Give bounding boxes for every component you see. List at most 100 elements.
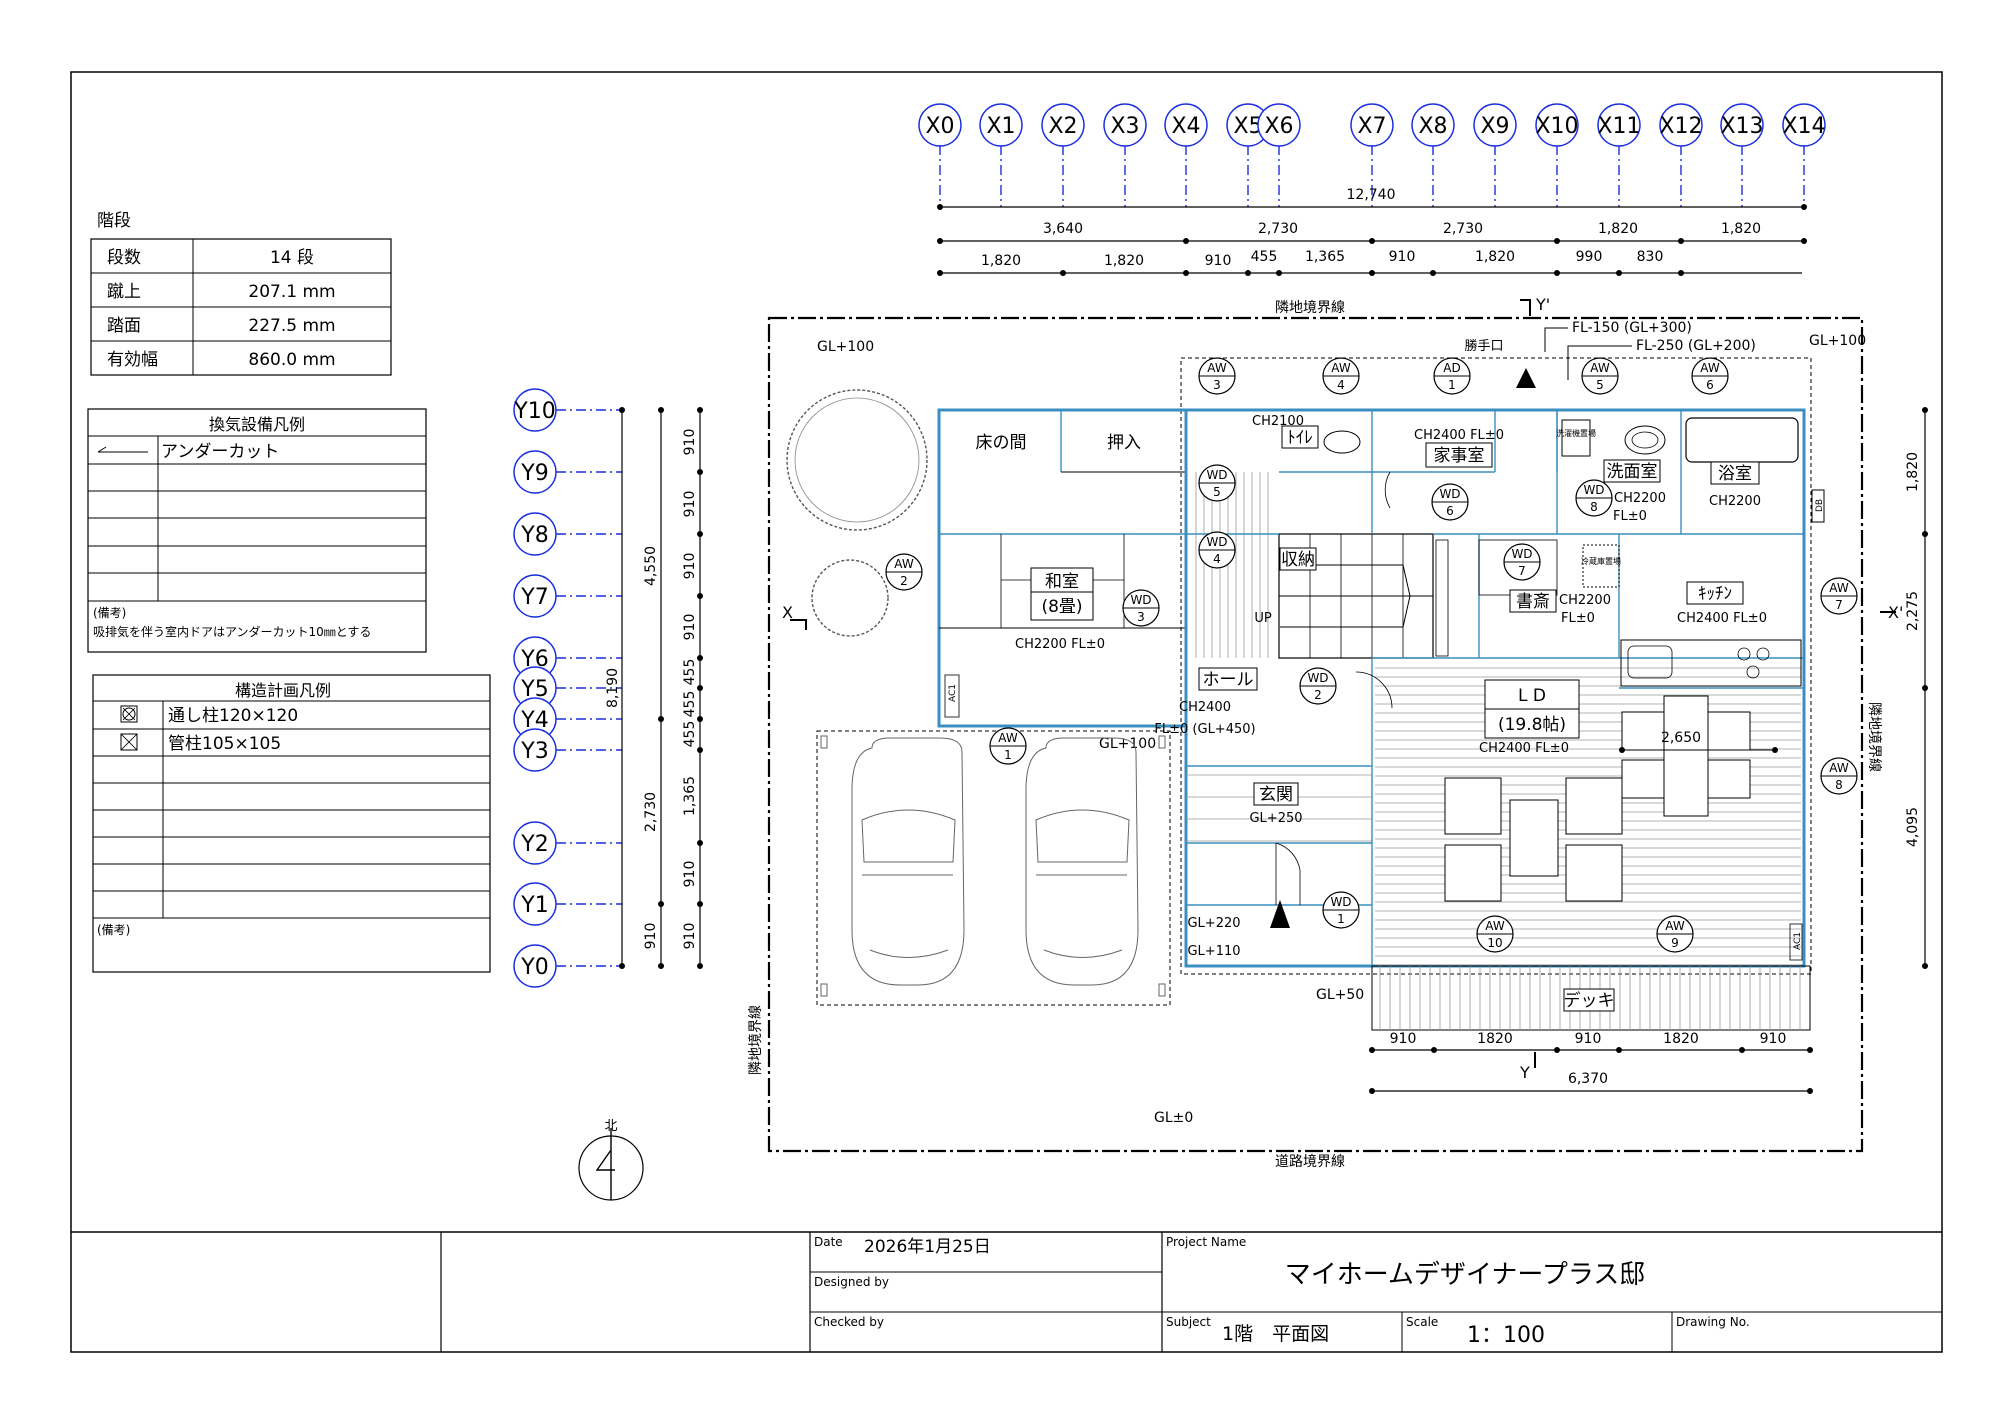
tb-designed-label: Designed by: [814, 1275, 889, 1289]
grid-x-x2: X2: [1041, 103, 1085, 207]
window-tag-num: 10: [1487, 936, 1502, 950]
window-tag-wd-2: WD2: [1299, 667, 1337, 705]
window-tag-num: 8: [1590, 500, 1598, 514]
room-shosai-fl: FL±0: [1561, 611, 1595, 626]
dim-top-r2-2: 2,730: [1443, 221, 1483, 237]
window-tag-type: AW: [1829, 581, 1849, 595]
dim-left-r3-7: 1,365: [682, 776, 698, 816]
through-column-icon: [120, 705, 138, 723]
dim-top-r3-1: 1,820: [1104, 253, 1144, 269]
tree-large-icon: [786, 389, 928, 531]
room-yokushitsu: 浴室: [1718, 464, 1752, 484]
grid-x-label: X2: [1048, 114, 1077, 139]
dim-top-r3-7: 990: [1576, 249, 1603, 265]
window-tag-num: 5: [1213, 485, 1221, 499]
room-oshiire: 押入: [1107, 433, 1141, 453]
stairs-value-riser: 207.1 mm: [248, 282, 335, 302]
room-genkan-gl: GL+250: [1249, 811, 1302, 826]
room-yokushitsu-ch: CH2200: [1709, 494, 1761, 509]
window-tag-type: WD: [1307, 671, 1328, 685]
room-kitchen-ch: CH2400 FL±0: [1677, 611, 1767, 626]
window-tag-type: WD: [1511, 547, 1532, 561]
tb-checked-label: Checked by: [814, 1315, 884, 1329]
level-fl150: FL-150 (GL+300): [1572, 320, 1692, 336]
site-boundary: 隣地境界線 隣地境界線 隣地境界線 道路境界線: [748, 300, 1882, 1170]
grid-x-label: X14: [1782, 114, 1825, 139]
room-ld-size: (19.8帖): [1498, 715, 1566, 735]
ventilation-legend-undercut: アンダーカット: [161, 442, 279, 462]
window-tag-num: 2: [900, 574, 908, 588]
window-tag-num: 1: [1004, 748, 1012, 762]
window-tag-num: 5: [1596, 378, 1604, 392]
dim-left-r3-5: 455: [682, 691, 698, 718]
window-tag-aw-7: AW 7: [1820, 577, 1858, 615]
boundary-left-label: 隣地境界線: [748, 1005, 764, 1075]
level-top-left: GL+100: [817, 339, 874, 355]
grid-y-y9: Y9: [513, 450, 622, 494]
room-washitsu-ac: AC1: [948, 684, 958, 702]
room-washitsu: 和室: [1045, 572, 1079, 592]
room-tokonoma: 床の間: [976, 433, 1027, 453]
room-hall-fl: FL±0 (GL+450): [1154, 722, 1255, 737]
dim-bottom-0: 910: [1390, 1031, 1417, 1047]
dim-left-r2-2: 910: [643, 923, 659, 950]
window-tag-num: 7: [1835, 598, 1843, 612]
window-tag-wd-4: WD4: [1198, 531, 1236, 569]
dim-top-r3-3: 455: [1251, 249, 1278, 265]
window-tag-aw-9: AW9: [1656, 915, 1694, 953]
structure-legend-through-column: 通し柱120×120: [168, 706, 298, 726]
dim-left-ticks: [619, 407, 703, 969]
window-tag-wd-5: WD 5: [1198, 464, 1236, 502]
window-tag-type: AW: [1207, 361, 1227, 375]
grid-x-x12: X12: [1659, 103, 1703, 207]
grid-x-x10: X10: [1535, 103, 1579, 207]
dim-top-r2-1: 2,730: [1258, 221, 1298, 237]
window-tag-aw-6: AW6: [1691, 357, 1729, 395]
window-tag-ad-1: AD1: [1433, 357, 1471, 395]
room-kaji: 家事室: [1434, 446, 1485, 466]
fridge-space: 冷蔵庫置場: [1581, 556, 1621, 566]
stairs-value-steps: 14 段: [270, 248, 314, 268]
dim-top-r3-8: 830: [1637, 249, 1664, 265]
room-shuno: 収納: [1281, 550, 1315, 570]
grid-y-label: Y3: [520, 739, 548, 764]
level-entry-1: GL+220: [1187, 916, 1240, 931]
dim-top-ticks: [937, 204, 1807, 276]
window-tag-type: WD: [1130, 593, 1151, 607]
room-senmen-fl: FL±0: [1613, 509, 1647, 524]
db-label: DB: [1815, 499, 1825, 512]
window-tag-aw-4: AW4: [1322, 357, 1360, 395]
window-tag-type: WD: [1206, 468, 1227, 482]
stairs: UP: [1254, 533, 1434, 659]
grid-y-label: Y8: [520, 523, 548, 548]
window-tag-num: 3: [1213, 378, 1221, 392]
window-tag-type: AW: [1665, 919, 1685, 933]
stairs-label-width: 有効幅: [107, 350, 158, 370]
room-hall-ch: CH2400: [1179, 700, 1231, 715]
dimensions-left: 8,190 4,550 2,730 910 910 910 910 910 45…: [605, 407, 703, 969]
room-deck: デッキ: [1564, 990, 1615, 1011]
grid-x-x8: X8: [1411, 103, 1455, 207]
window-tag-type: AW: [1590, 361, 1610, 375]
room-senmen-ch: CH2200: [1614, 491, 1666, 506]
grid-x-x11: X11: [1597, 103, 1641, 207]
window-tag-wd-8: WD8: [1575, 479, 1613, 517]
dim-left-r3-8: 910: [682, 861, 698, 888]
level-labels: GL+100 GL+100 GL+100 GL+50 GL±0 FL-150 (…: [817, 320, 1866, 1126]
dim-top-r2-0: 3,640: [1043, 221, 1083, 237]
dim-top-total: 12,740: [1347, 187, 1396, 203]
window-tag-aw-2: AW2: [885, 553, 923, 591]
grid-y-label: Y2: [520, 832, 548, 857]
grid-y-label: Y10: [513, 399, 555, 424]
grid-x-label: X4: [1171, 114, 1200, 139]
room-hall: ホール: [1203, 670, 1254, 690]
dim-top-r3-0: 1,820: [981, 253, 1021, 269]
window-tag-num: 4: [1337, 378, 1345, 392]
level-parking: GL+100: [1099, 736, 1156, 752]
level-entry-2: GL+110: [1187, 944, 1240, 959]
window-tag-type: AW: [1829, 761, 1849, 775]
room-genkan: 玄関: [1259, 785, 1293, 805]
section-y2: Y': [1535, 295, 1550, 314]
